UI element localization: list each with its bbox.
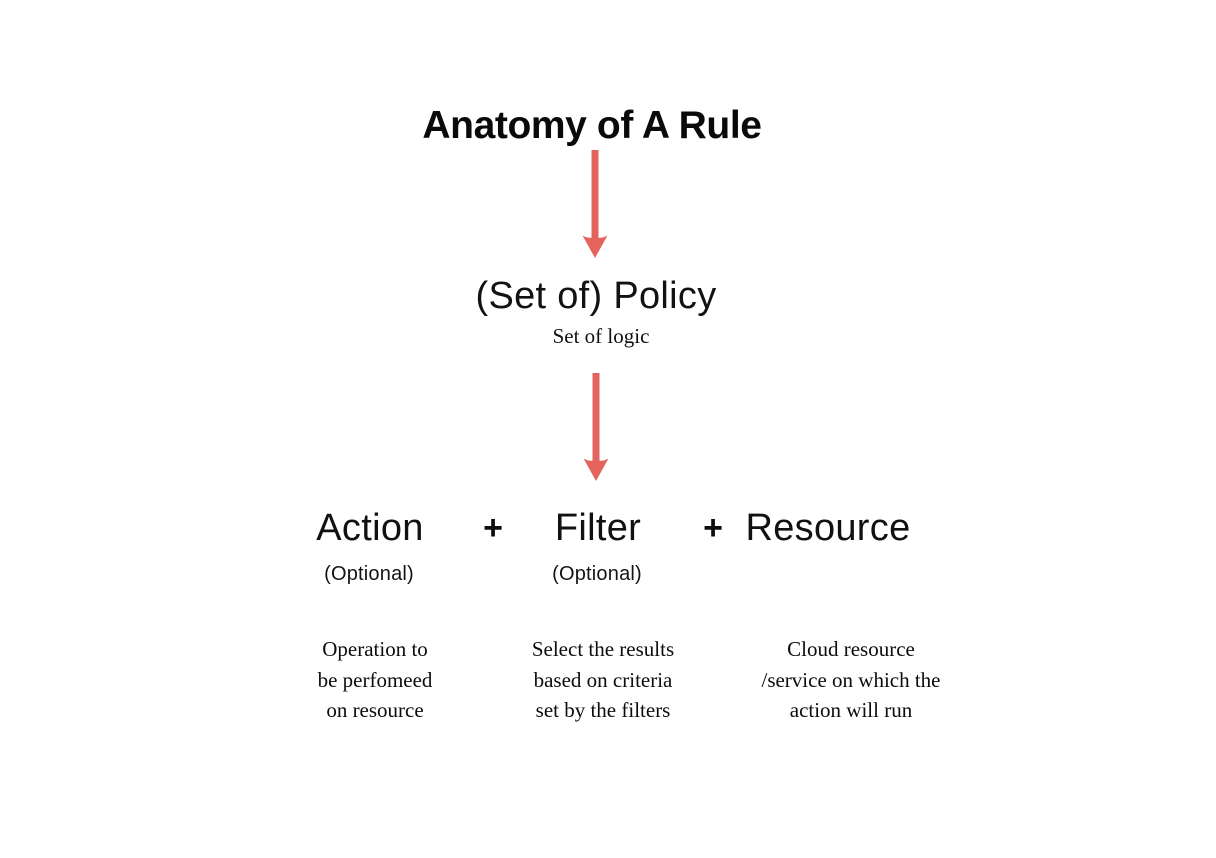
- page-title-text: Anatomy of A Rule: [422, 104, 762, 147]
- arrow-policy-to-components: [580, 373, 612, 483]
- component-label-resource: Resource: [745, 507, 911, 549]
- plus-operator-1: +: [483, 509, 503, 547]
- component-label-action: Action: [316, 507, 424, 549]
- policy-label: (Set of) Policy: [475, 275, 717, 317]
- description-action-line-3: on resource: [326, 698, 424, 722]
- policy-node: (Set of) Policy: [0, 271, 1216, 321]
- description-filter-line-1: Select the results: [531, 637, 675, 661]
- description-filter-line-2: based on criteria: [533, 667, 673, 692]
- description-resource-line-3: action will run: [789, 698, 913, 722]
- description-action-line-2: be perfomeed: [317, 667, 433, 692]
- components-row: Action + Filter + Resource: [0, 502, 1216, 556]
- description-resource-line-1: Cloud resource: [787, 637, 915, 661]
- page-title: Anatomy of A Rule: [0, 100, 1216, 152]
- plus-operator-2: +: [703, 509, 723, 547]
- policy-subtitle-text: Set of logic: [552, 324, 650, 348]
- arrow-title-to-policy: [579, 150, 611, 260]
- description-filter-line-3: set by the filters: [535, 698, 671, 722]
- policy-subtitle: Set of logic: [0, 323, 1216, 350]
- optional-marker-action: (Optional): [324, 563, 414, 585]
- description-action-line-1: Operation to: [322, 637, 428, 661]
- description-resource: Cloud resource /service on which the act…: [721, 634, 981, 726]
- component-label-filter: Filter: [554, 507, 642, 549]
- description-action: Operation to be perfomeed on resource: [255, 634, 495, 726]
- description-resource-line-2: /service on which the: [761, 667, 941, 692]
- optional-marker-filter: (Optional): [552, 563, 642, 585]
- description-filter: Select the results based on criteria set…: [483, 634, 723, 726]
